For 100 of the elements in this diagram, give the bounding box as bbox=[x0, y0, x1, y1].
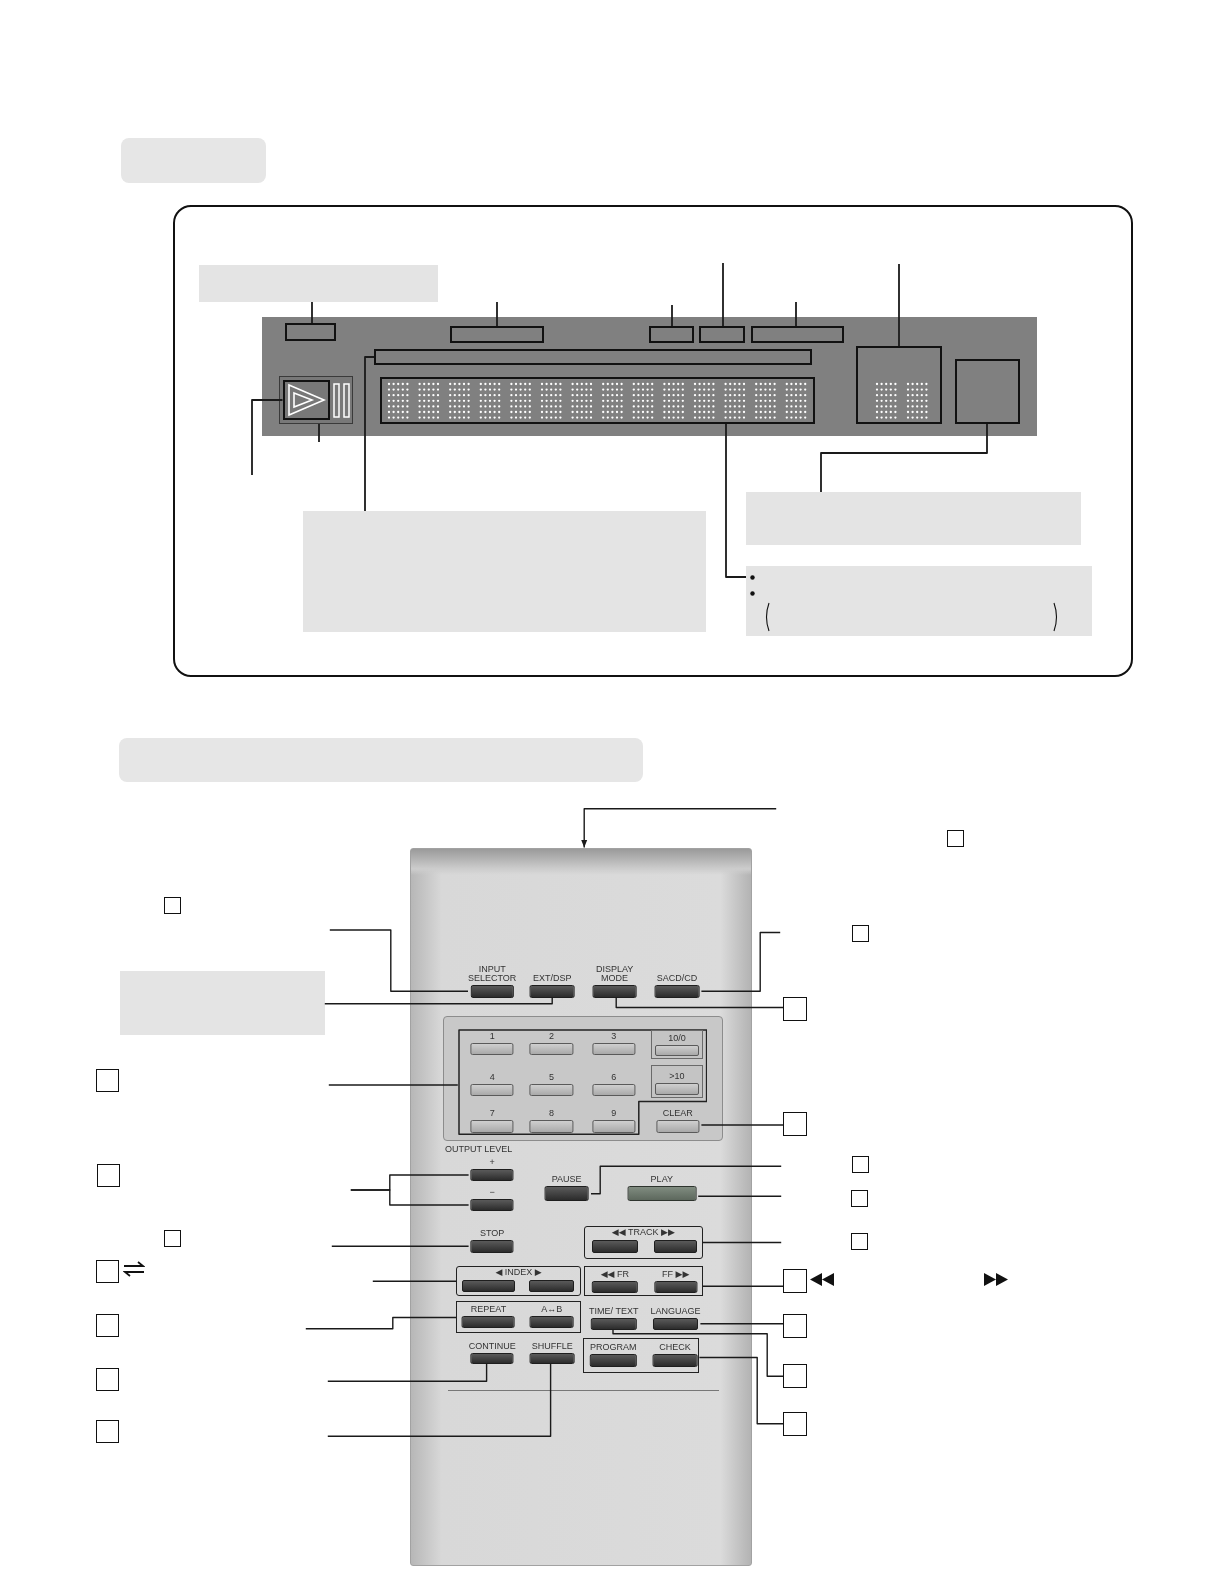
indicator-segment bbox=[285, 323, 336, 341]
reference-square bbox=[95, 1314, 119, 1338]
leader-line bbox=[372, 1280, 457, 1282]
button-label: 2 bbox=[547, 1031, 555, 1041]
reference-square bbox=[783, 1411, 808, 1436]
reference-square bbox=[783, 996, 808, 1021]
leader-line bbox=[328, 1084, 459, 1086]
leader-line bbox=[898, 263, 900, 347]
button-label: EXT/DSP bbox=[531, 974, 573, 983]
button-group-frame bbox=[584, 1266, 703, 1297]
leader-line bbox=[795, 301, 797, 327]
leader-line bbox=[615, 996, 784, 1009]
button-label: CHECK bbox=[658, 1343, 692, 1353]
group-label: ◀ INDEX ▶ bbox=[494, 1268, 543, 1278]
reference-square bbox=[163, 1229, 181, 1247]
leader-line bbox=[612, 1329, 784, 1377]
play-pause-indicator bbox=[279, 376, 353, 424]
button-label: 4 bbox=[488, 1072, 496, 1082]
remote-control bbox=[409, 847, 753, 1567]
leader-line bbox=[701, 1285, 784, 1287]
reference-square bbox=[851, 1189, 869, 1207]
leader-line bbox=[318, 423, 320, 443]
dot-matrix-counter bbox=[856, 346, 942, 424]
reference-square bbox=[947, 829, 965, 847]
leader-line bbox=[725, 423, 747, 578]
button-label: SHUFFLE bbox=[530, 1341, 574, 1351]
leader-line bbox=[590, 1165, 782, 1195]
leader-line bbox=[251, 399, 284, 476]
dot-matrix-display bbox=[380, 377, 815, 424]
indicator-segment bbox=[751, 326, 844, 343]
leader-line bbox=[311, 301, 313, 324]
reference-square bbox=[95, 1420, 119, 1444]
button-label: DISPLAY MODE bbox=[594, 965, 635, 983]
panel-frame bbox=[173, 205, 1133, 677]
leader-line bbox=[364, 356, 375, 512]
button-group-frame bbox=[456, 1301, 581, 1333]
leader-line bbox=[327, 1363, 488, 1382]
button-label: 8 bbox=[547, 1109, 555, 1118]
button-label: LANGUAGE bbox=[650, 1306, 701, 1316]
button-group-frame bbox=[456, 1266, 581, 1297]
button-label: STOP bbox=[479, 1229, 506, 1238]
button-label: SACD/CD bbox=[655, 974, 699, 983]
indicator-segment bbox=[649, 326, 694, 343]
button-label: >10 bbox=[668, 1072, 686, 1082]
reference-square bbox=[783, 1364, 808, 1389]
leader-line bbox=[699, 1323, 784, 1325]
note-box bbox=[746, 566, 1092, 636]
button-label: 6 bbox=[610, 1072, 618, 1082]
group-label: ◀◀ TRACK ▶▶ bbox=[610, 1228, 676, 1238]
leader-line bbox=[722, 262, 724, 327]
leader-line bbox=[701, 1241, 782, 1244]
button-label: 3 bbox=[610, 1031, 618, 1041]
reference-square bbox=[96, 1164, 120, 1188]
leader-line bbox=[327, 1363, 552, 1437]
reference-square bbox=[783, 1314, 808, 1339]
heading-band bbox=[121, 138, 266, 183]
button-label: CONTINUE bbox=[468, 1341, 516, 1351]
button-label: 9 bbox=[610, 1109, 618, 1118]
reference-square bbox=[783, 1269, 808, 1294]
button-label: A↔B bbox=[540, 1304, 564, 1314]
leader-line bbox=[496, 301, 498, 327]
leader-line bbox=[700, 931, 781, 992]
button-label: 1 bbox=[488, 1031, 496, 1041]
indicator-segment bbox=[699, 326, 745, 343]
remote-button bbox=[462, 1279, 515, 1292]
leader-line bbox=[697, 1195, 782, 1197]
leader-line bbox=[305, 1316, 457, 1330]
button-label: + bbox=[488, 1157, 496, 1167]
key-frame bbox=[651, 1065, 703, 1098]
reference-square bbox=[783, 1111, 808, 1136]
button-label: 10/0 bbox=[667, 1033, 687, 1043]
key-frame bbox=[651, 1030, 703, 1059]
button-label: TIME/ TEXT bbox=[588, 1306, 639, 1316]
note-box bbox=[199, 265, 438, 302]
leader-line bbox=[820, 423, 988, 493]
button-label: CLEAR bbox=[661, 1109, 694, 1118]
leader-line bbox=[350, 1189, 470, 1206]
button-group-frame bbox=[582, 1337, 700, 1373]
leader-line bbox=[329, 929, 469, 992]
keypad-frame bbox=[457, 1028, 708, 1135]
heading-band bbox=[119, 738, 643, 782]
leader-line bbox=[700, 1124, 784, 1126]
arrow bbox=[581, 808, 777, 849]
button-label: − bbox=[488, 1187, 496, 1197]
remote-button bbox=[529, 1279, 575, 1292]
remote-button bbox=[591, 1239, 639, 1254]
note-box bbox=[303, 511, 706, 632]
note-box bbox=[119, 971, 325, 1035]
reference-square bbox=[852, 924, 870, 942]
note-box bbox=[746, 492, 1081, 545]
reference-square bbox=[852, 1155, 870, 1173]
button-label: ◀◀ FR bbox=[599, 1269, 631, 1279]
reference-square bbox=[95, 1367, 119, 1391]
button-group-frame bbox=[584, 1226, 703, 1259]
button-label: INPUT SELECTOR bbox=[468, 965, 517, 983]
display-panel bbox=[262, 317, 1037, 436]
reference-square bbox=[95, 1069, 119, 1093]
message-bar bbox=[374, 349, 812, 365]
leader-line bbox=[331, 1245, 470, 1247]
leader-line bbox=[324, 996, 553, 1005]
